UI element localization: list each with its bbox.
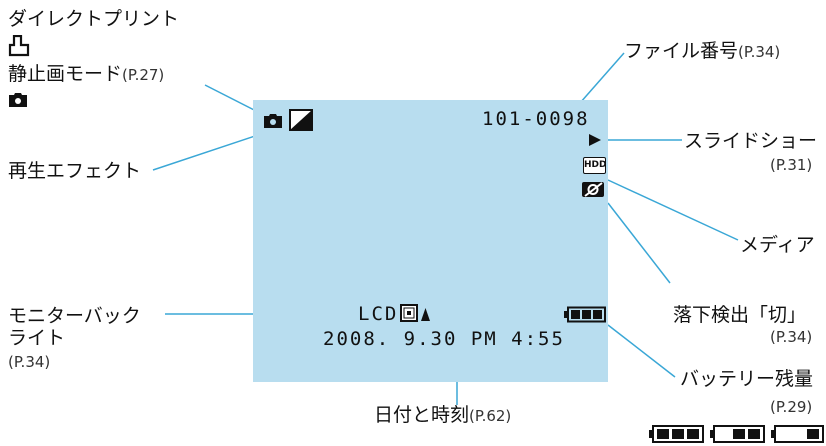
line-media [607,179,739,241]
file-number-text: ファイル番号 [624,40,739,62]
battery-levels-legend [649,425,824,443]
label-slideshow-ref: (P.31) [770,156,813,174]
hdd-icon: HDD [583,157,606,174]
label-monitor-backlight-1: モニターバック [8,305,141,327]
label-still-mode: 静止画モード(P.27) [8,63,164,86]
label-battery-ref: (P.29) [770,398,813,416]
date-time-text: 日付と時刻 [374,404,470,426]
line-file-number [579,52,625,104]
label-playback-effect: 再生エフェクト [8,160,142,182]
camera-icon-legend [9,93,27,107]
line-drop-detect [607,202,671,284]
lcd-screen [253,100,608,382]
camera-icon [264,114,282,128]
file-number-display: 101-0098 [482,108,590,130]
label-battery: バッテリー残量 [680,368,814,390]
label-file-number: ファイル番号(P.34) [624,40,780,63]
label-slideshow: スライドショー [684,130,818,152]
label-monitor-backlight-2: ライト [8,327,66,349]
label-date-time: 日付と時刻(P.62) [374,404,511,427]
label-media: メディア [740,234,815,256]
still-mode-text: 静止画モード [8,63,123,85]
effect-icon [289,109,313,131]
date-time-ref: (P.62) [469,407,512,425]
backlight-icon [400,304,430,322]
still-mode-ref: (P.27) [122,66,165,84]
battery-one-third-icon [771,425,824,443]
play-icon [589,134,601,146]
print-icon [8,35,30,57]
lcd-label: LCD [358,303,399,325]
line-battery [607,324,676,378]
drop-detect-off-icon [582,182,604,197]
label-monitor-backlight-ref: (P.34) [8,353,51,371]
label-direct-print: ダイレクトプリント [8,8,180,30]
date-display: 2008. 9.30 PM 4:55 [323,328,565,350]
label-drop-detect-ref: (P.34) [770,328,813,346]
battery-icon [564,306,606,323]
label-drop-detect: 落下検出「切」 [673,304,807,326]
file-number-ref: (P.34) [738,43,781,61]
battery-two-thirds-icon [710,425,765,443]
battery-full-icon [649,425,704,443]
